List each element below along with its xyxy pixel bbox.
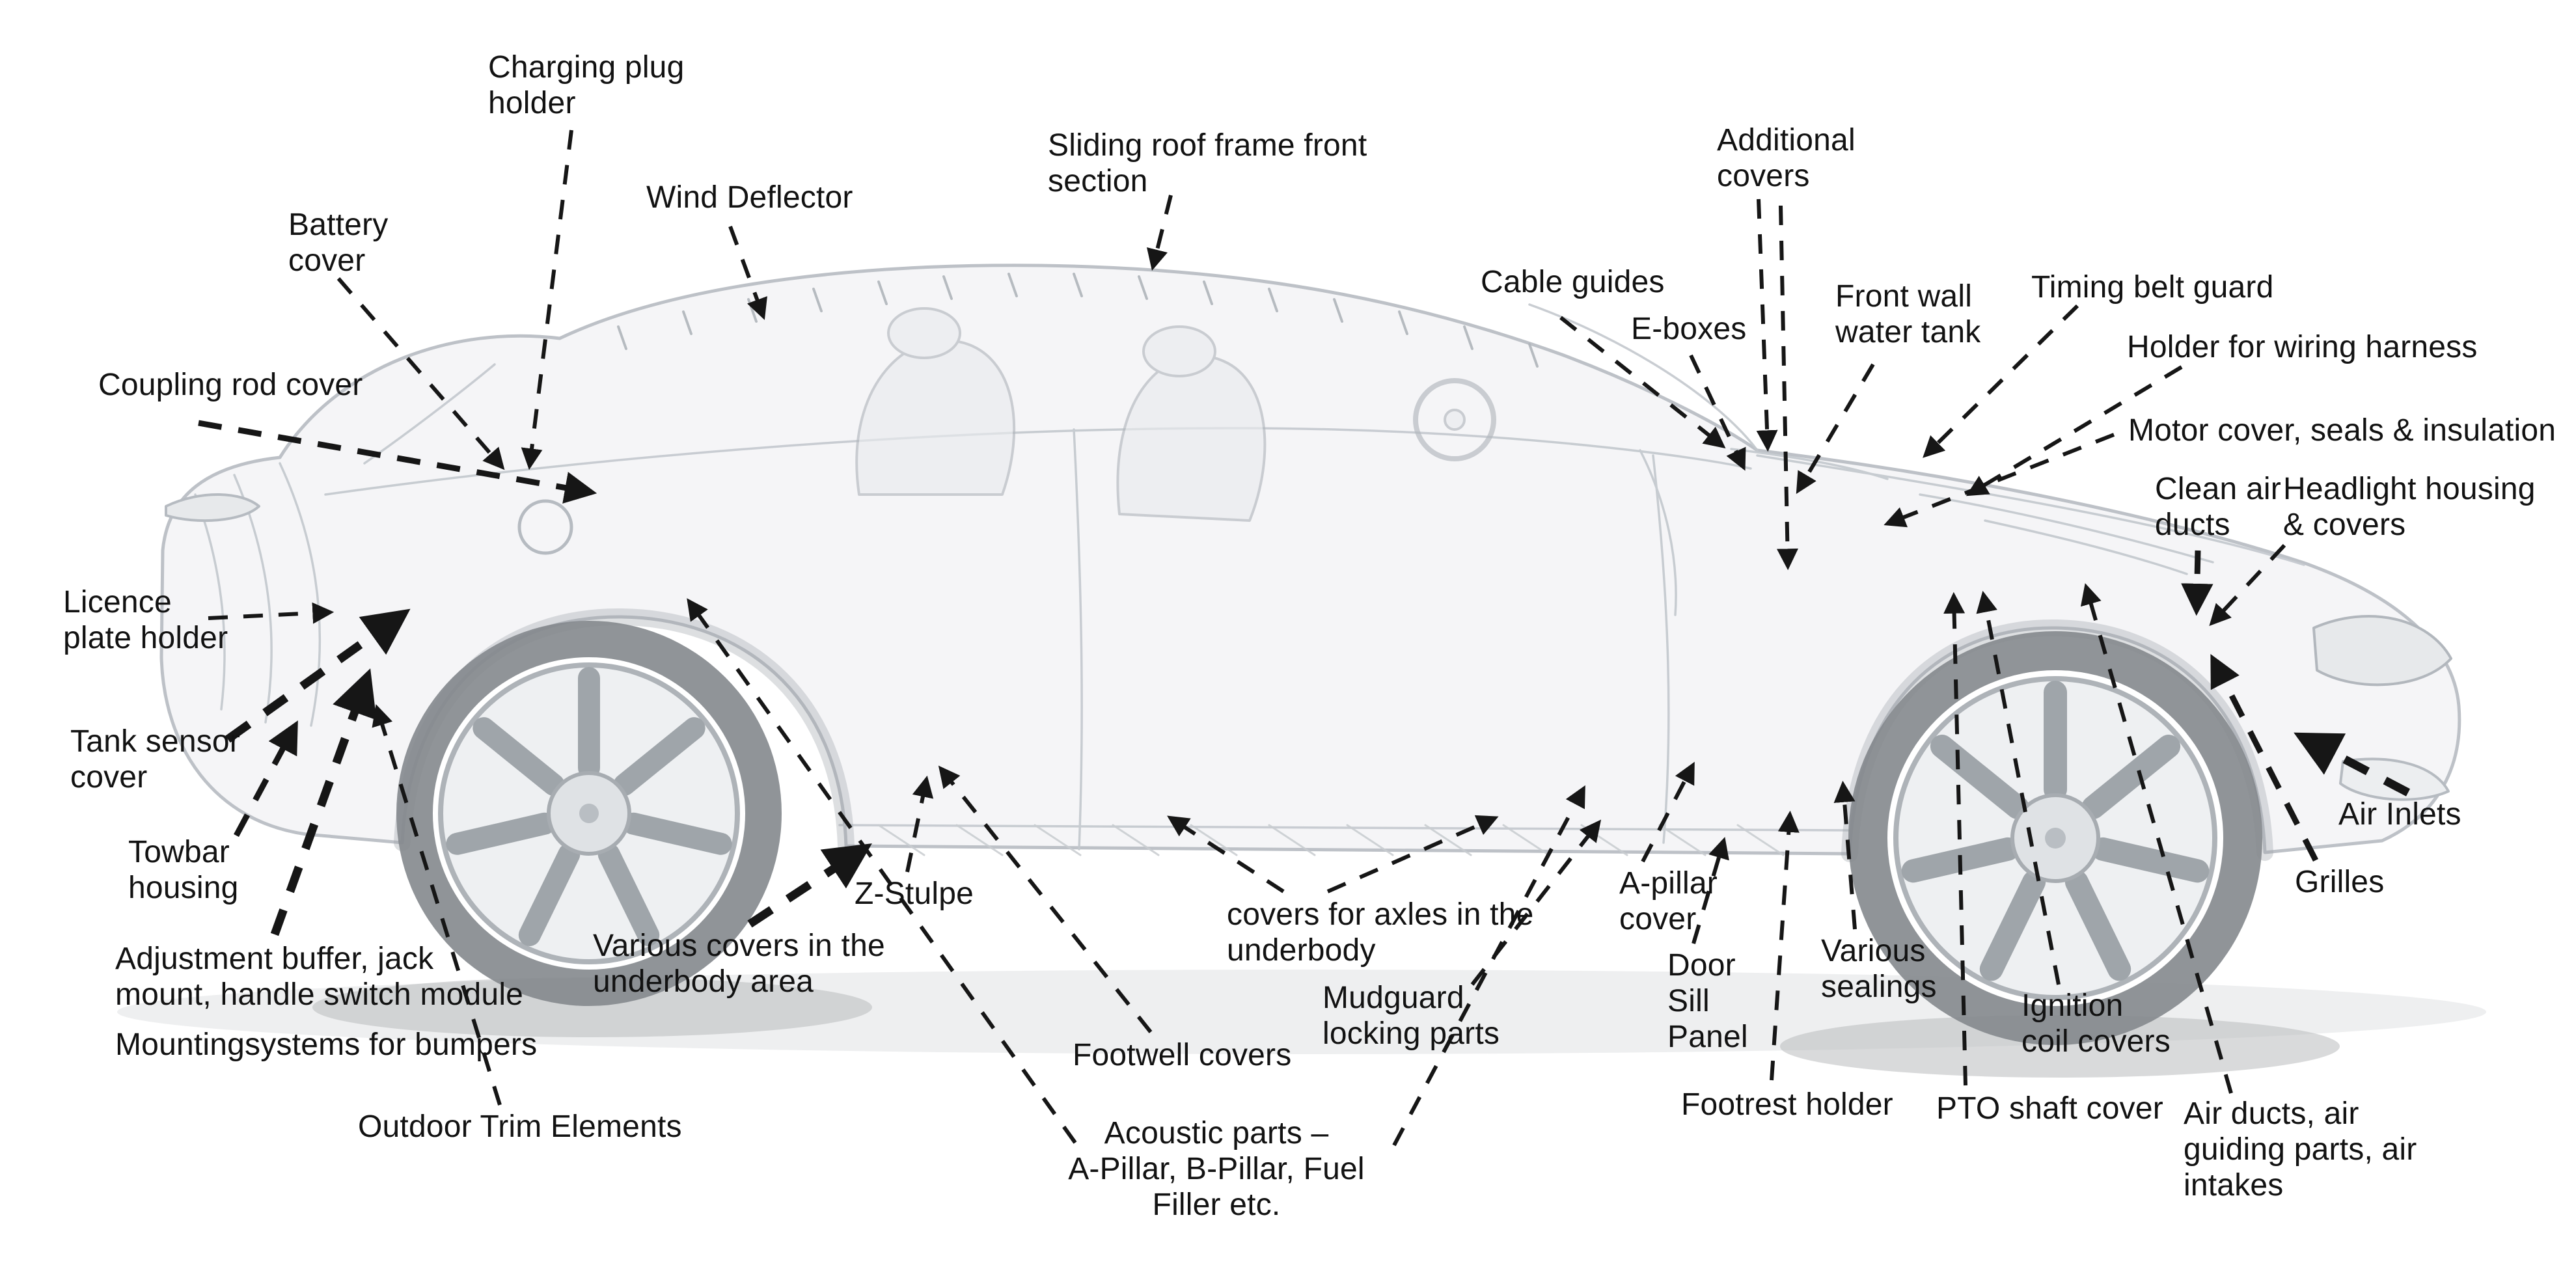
- arrow-wind-deflector: [728, 225, 767, 320]
- label-ignition-coil-covers: Ignition coil covers: [2021, 988, 2171, 1059]
- arrow-covers-for-axles-right: [1326, 815, 1499, 893]
- arrow-additional-covers-1: [1756, 198, 1778, 452]
- label-footwell-covers: Footwell covers: [1073, 1038, 1292, 1072]
- label-licence-plate-holder: Licence plate holder: [63, 585, 228, 655]
- label-various-sealings: Various sealings: [1821, 934, 1937, 1004]
- label-holder-for-wiring-harness: Holder for wiring harness: [2127, 330, 2478, 364]
- arrow-pto-shaft-cover: [1943, 592, 1967, 1086]
- arrow-z-stulpe: [905, 775, 934, 873]
- arrow-sliding-roof-frame: [1146, 195, 1173, 271]
- label-additional-covers: Additional covers: [1717, 123, 1856, 193]
- label-door-sill-panel: Door Sill Panel: [1667, 948, 1748, 1054]
- arrow-additional-covers-2: [1777, 205, 1799, 571]
- front-seat: [1116, 355, 1267, 522]
- label-a-pillar-cover: A-pillar cover: [1619, 866, 1718, 936]
- body-feature-lines: [194, 303, 2305, 850]
- arrow-acoustic-parts-right: [1392, 785, 1585, 1147]
- label-timing-belt-guard: Timing belt guard: [2031, 270, 2274, 305]
- arrow-a-pillar-cover: [1641, 761, 1695, 863]
- label-cable-guides: Cable guides: [1481, 265, 1665, 299]
- arrow-footrest-holder: [1770, 810, 1800, 1081]
- front-headrest: [1142, 325, 1216, 377]
- steering-hub: [1444, 409, 1466, 431]
- interior: [855, 307, 1496, 522]
- arrow-headlight-housing: [2209, 543, 2286, 627]
- arrow-tank-sensor-cover: [225, 608, 411, 743]
- label-motor-cover-seals-insulation: Motor cover, seals & insulation: [2128, 413, 2556, 448]
- label-wind-deflector: Wind Deflector: [646, 180, 853, 215]
- label-various-covers-underbody-area: Various covers in the underbody area: [593, 929, 885, 999]
- label-pto-shaft-cover: PTO shaft cover: [1936, 1091, 2163, 1126]
- label-air-inlets: Air Inlets: [2338, 797, 2461, 832]
- front-wheel-shadow: [1780, 1015, 2340, 1078]
- arrow-towbar-housing: [234, 720, 298, 837]
- label-mountingsystems-for-bumpers: Mountingsystems for bumpers: [115, 1027, 538, 1062]
- label-mudguard-locking-parts: Mudguard locking parts: [1322, 981, 1500, 1051]
- arrow-battery-cover: [336, 277, 505, 470]
- label-coupling-rod-cover: Coupling rod cover: [98, 368, 363, 402]
- arrow-ignition-coil-covers: [1976, 590, 2061, 985]
- headlight: [2312, 615, 2452, 687]
- arrow-air-ducts-guiding-intakes: [2080, 583, 2233, 1094]
- label-charging-plug-holder: Charging plug holder: [488, 50, 685, 120]
- label-z-stulpe: Z-Stulpe: [855, 877, 974, 911]
- label-acoustic-parts: Acoustic parts – A-Pillar, B-Pillar, Fue…: [1068, 1116, 1365, 1222]
- label-covers-for-axles: covers for axles in the underbody: [1227, 897, 1534, 968]
- label-adjustment-buffer-jack-mount: Adjustment buffer, jack mount, handle sw…: [115, 942, 524, 1012]
- arrow-motor-cover: [1884, 433, 2115, 528]
- arrow-various-sealings: [1833, 780, 1857, 930]
- arrow-clean-air-ducts: [2181, 550, 2213, 616]
- label-clean-air-ducts: Clean air ducts: [2155, 472, 2281, 542]
- arrow-coupling-rod-cover: [198, 420, 597, 504]
- roof-ribs: [617, 273, 1539, 368]
- arrow-air-inlets: [2294, 732, 2411, 796]
- arrow-holder-for-wiring-harness: [1966, 365, 2183, 496]
- label-headlight-housing-covers: Headlight housing & covers: [2283, 472, 2536, 542]
- label-footrest-holder: Footrest holder: [1681, 1087, 1893, 1122]
- label-battery-cover: Battery cover: [288, 208, 389, 278]
- rear-headrest: [887, 307, 961, 359]
- label-grilles: Grilles: [2295, 865, 2385, 899]
- rear-seat: [855, 338, 1016, 496]
- arrow-front-wall-water-tank: [1796, 363, 1875, 495]
- rear-lamp: [165, 493, 260, 523]
- arrow-timing-belt-guard: [1923, 304, 2079, 458]
- rear-wheel-shadow: [312, 977, 872, 1037]
- arrow-door-sill-panel: [1692, 837, 1729, 944]
- arrow-acoustic-parts-left: [687, 598, 1077, 1144]
- steering-wheel: [1413, 378, 1496, 461]
- arrow-covers-for-axles-left: [1167, 815, 1285, 893]
- arrow-various-covers-underbody: [747, 843, 872, 928]
- rear-wheel: [396, 621, 782, 1006]
- charging-port: [517, 499, 573, 555]
- label-e-boxes: E-boxes: [1631, 312, 1747, 346]
- label-outdoor-trim-elements: Outdoor Trim Elements: [358, 1109, 682, 1144]
- label-sliding-roof-frame-front-section: Sliding roof frame front section: [1048, 128, 1367, 198]
- car-body: [159, 264, 2461, 856]
- label-air-ducts-guiding-intakes: Air ducts, air guiding parts, air intake…: [2184, 1096, 2417, 1203]
- front-wheel: [1848, 631, 2262, 1045]
- label-front-wall-water-tank: Front wall water tank: [1835, 279, 1981, 349]
- label-towbar-housing: Towbar housing: [128, 835, 239, 905]
- label-tank-sensor-cover: Tank sensor cover: [70, 724, 240, 795]
